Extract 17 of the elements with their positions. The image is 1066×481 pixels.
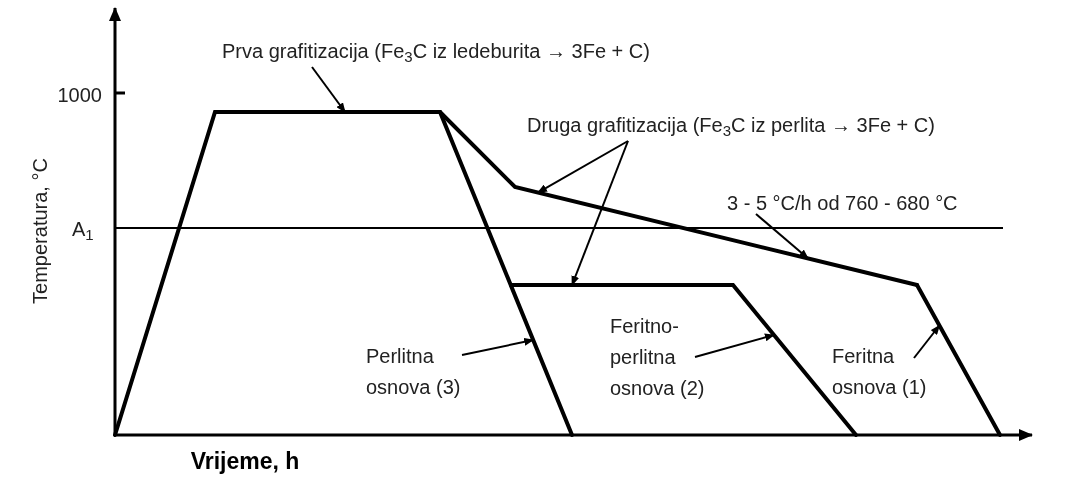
leader-arrow xyxy=(755,213,810,260)
axis-title: Vrijeme, h xyxy=(189,447,301,476)
leader-arrow xyxy=(536,140,629,194)
leader-arrow xyxy=(311,66,347,113)
tick-label: 1000 xyxy=(56,83,102,108)
leader-arrow xyxy=(694,333,775,358)
axis-title: Temperatura, °C xyxy=(28,157,52,306)
leader-arrow xyxy=(461,337,535,356)
annotation-text: Prva grafitizacija (Fe$_{3}$C iz ledeburita → 3Fe + C) xyxy=(222,39,651,67)
tick-label: A$_{1}$ xyxy=(72,217,94,244)
leader-arrow xyxy=(913,324,941,359)
annotation-text: Feritna osnova (1) xyxy=(832,344,928,400)
annotation-text: Druga grafitizacija (Fe$_{3}$C iz perlita → 3Fe + C) xyxy=(527,113,936,141)
annotation-text: Feritno-perlitna osnova (2) xyxy=(610,314,706,401)
leader-arrow xyxy=(571,140,629,286)
annotation-text: 3 - 5 °C/h od 760 - 680 °C xyxy=(727,191,959,216)
annotation-text: Perlitna osnova (3) xyxy=(366,344,462,400)
